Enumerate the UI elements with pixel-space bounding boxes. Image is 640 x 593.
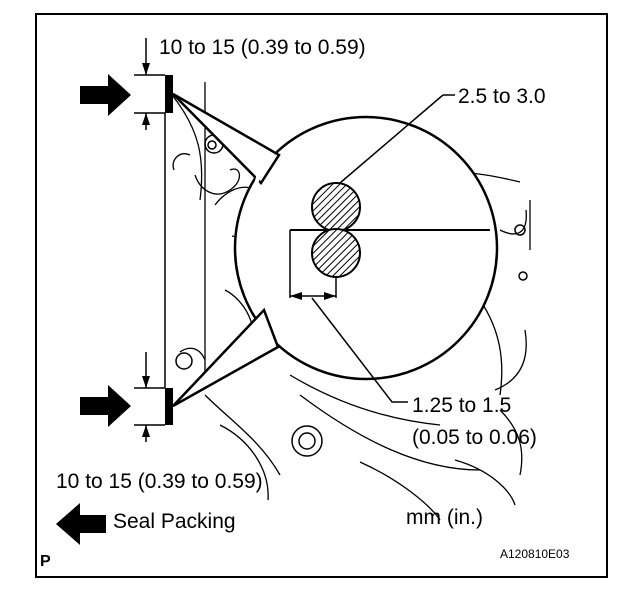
callout-pointer-top <box>172 92 281 185</box>
magnified-view-circle <box>233 115 499 381</box>
seal-bead-lower <box>311 228 361 278</box>
top-dimension <box>134 38 165 130</box>
figure-frame <box>35 13 608 578</box>
top-dimension-label: 10 to 15 (0.39 to 0.59) <box>159 36 366 59</box>
bead-offset-inches-label: (0.05 to 0.06) <box>412 426 537 449</box>
leader-bead-diameter <box>339 94 444 184</box>
corner-code-label: P <box>40 553 51 570</box>
bead-diameter-label: 2.5 to 3.0 <box>458 85 546 108</box>
callout-pointer-bottom <box>172 307 280 408</box>
left-arrow-icon <box>56 503 106 545</box>
bottom-dimension-label: 10 to 15 (0.39 to 0.59) <box>56 470 263 493</box>
figure-id-label: A120810E03 <box>500 547 570 561</box>
bottom-dimension <box>134 352 165 442</box>
seal-bead-upper <box>311 182 361 232</box>
bead-offset-dimension <box>290 292 336 300</box>
right-arrow-icon <box>80 74 131 116</box>
bead-offset-label: 1.25 to 1.5 <box>412 394 511 417</box>
right-arrow-icon <box>80 385 131 427</box>
detail-callout <box>172 92 499 408</box>
seal-packing-strip-bottom <box>165 388 173 425</box>
seal-packing-strip-top <box>165 75 173 113</box>
units-label: mm (in.) <box>406 506 483 529</box>
legend-seal-packing-label: Seal Packing <box>113 510 236 533</box>
leader-bead-offset <box>311 297 408 403</box>
